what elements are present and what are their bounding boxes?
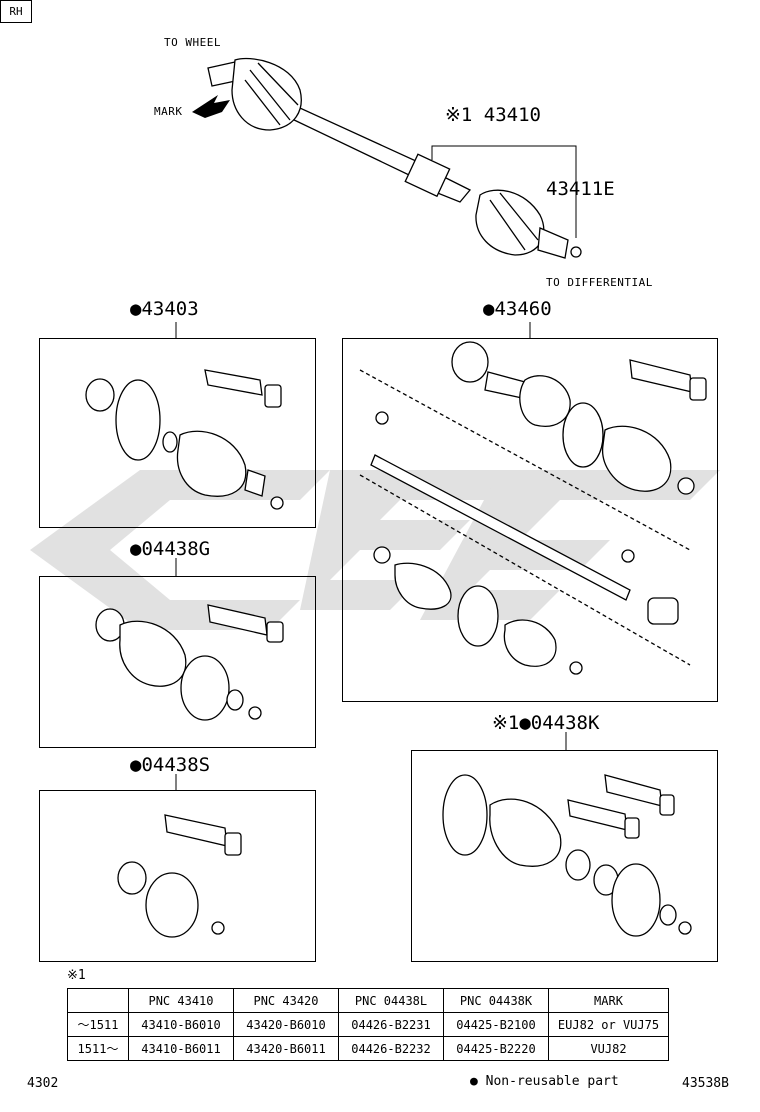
part-number-04438k[interactable]: ※1●04438K	[492, 712, 600, 734]
table-cell[interactable]: 43420-B6011	[233, 1036, 339, 1061]
table-cell[interactable]: 04426-B2232	[338, 1036, 444, 1061]
part-number-43460[interactable]: ●43460	[483, 298, 552, 320]
kit-43403-parts	[85, 369, 284, 510]
kit-43403-box	[39, 338, 316, 528]
watermark-logo	[30, 470, 720, 630]
table-cell: EUJ82 or VUJ75	[548, 1012, 669, 1037]
table-note: ※1	[67, 968, 86, 983]
part-number-43411e[interactable]: 43411E	[546, 178, 615, 200]
table-cell[interactable]: 04425-B2220	[443, 1036, 549, 1061]
kit-04438s-parts	[117, 814, 242, 938]
kit-04438s-box	[39, 790, 316, 962]
table-cell: VUJ82	[548, 1036, 669, 1061]
part-number-43403[interactable]: ●43403	[130, 298, 199, 320]
part-number-04438g[interactable]: ●04438G	[130, 538, 211, 560]
table-header-row: PNC 43410 PNC 43420 PNC 04438L PNC 04438…	[67, 988, 669, 1013]
part-number-04438s[interactable]: ●04438S	[130, 754, 211, 776]
table-cell: 1511～	[67, 1036, 129, 1061]
to-wheel-label: TO WHEEL	[164, 36, 221, 49]
kit-04438k-parts	[442, 774, 692, 937]
kit-04438g-box	[39, 576, 316, 748]
page-number: 4302	[27, 1076, 59, 1091]
figure-id: 43538B	[682, 1076, 729, 1091]
mark-arrow-icon	[192, 95, 230, 118]
table-header-cell: PNC 04438K	[443, 988, 549, 1013]
part-number-43410[interactable]: ※1 43410	[445, 104, 541, 126]
kit-04438g-parts	[95, 604, 284, 721]
table-cell[interactable]: 04425-B2100	[443, 1012, 549, 1037]
mark-label: MARK	[154, 105, 183, 118]
table-header-cell: PNC 43410	[128, 988, 234, 1013]
table-header-cell: PNC 04438L	[338, 988, 444, 1013]
table-header-cell	[67, 988, 129, 1013]
kit-43460-box	[342, 338, 718, 702]
table-cell[interactable]: 43410-B6011	[128, 1036, 234, 1061]
legend-non-reusable: ● Non-reusable part	[470, 1074, 619, 1089]
table-header-cell: PNC 43420	[233, 988, 339, 1013]
reference-table: PNC 43410 PNC 43420 PNC 04438L PNC 04438…	[67, 988, 669, 1061]
kit-04438k-box	[411, 750, 718, 962]
driveshaft-assembly	[207, 57, 582, 259]
table-cell[interactable]: 43420-B6010	[233, 1012, 339, 1037]
table-row: ～1511 43410-B6010 43420-B6010 04426-B223…	[67, 1012, 669, 1037]
table-row: 1511～ 43410-B6011 43420-B6011 04426-B223…	[67, 1036, 669, 1061]
table-cell[interactable]: 43410-B6010	[128, 1012, 234, 1037]
table-header-cell: MARK	[548, 988, 669, 1013]
table-cell[interactable]: 04426-B2231	[338, 1012, 444, 1037]
region-badge: RH	[0, 0, 32, 23]
kit-43460-parts	[359, 341, 707, 675]
to-differential-label: TO DIFFERENTIAL	[546, 276, 653, 289]
table-cell: ～1511	[67, 1012, 129, 1037]
